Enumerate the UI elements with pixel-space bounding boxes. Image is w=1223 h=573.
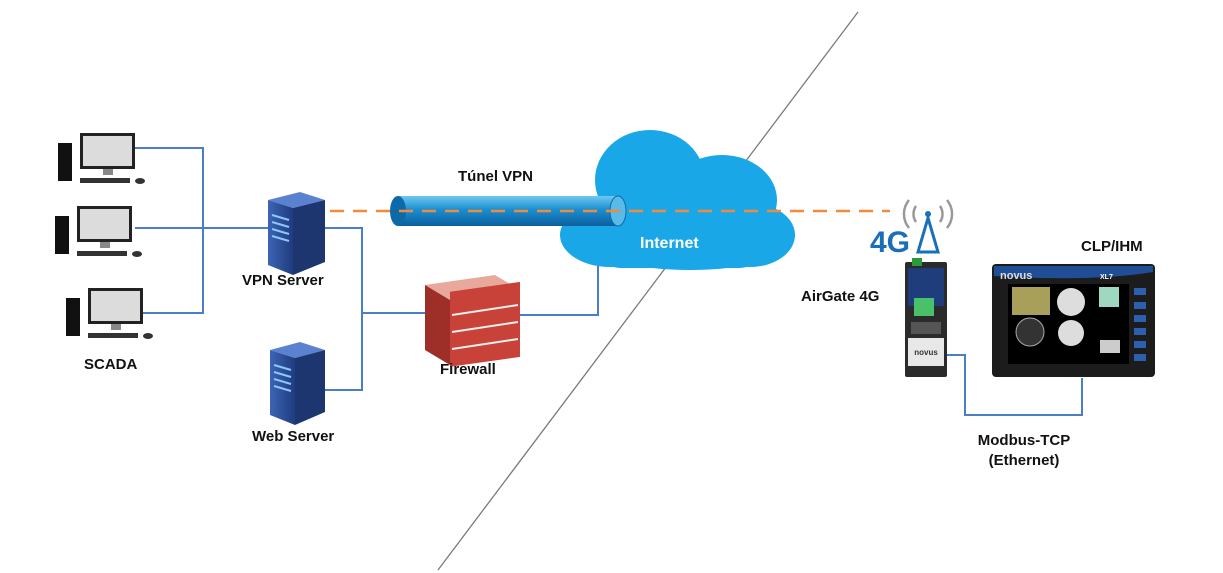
vpn-server-label: VPN Server bbox=[242, 272, 324, 289]
internet-cloud bbox=[560, 130, 795, 270]
modbus-label-line1: Modbus-TCP bbox=[977, 432, 1071, 449]
clp-ihm-label: CLP/IHM bbox=[1081, 238, 1143, 255]
svg-text:XL7: XL7 bbox=[1100, 274, 1113, 281]
web-server-icon bbox=[270, 342, 325, 425]
web-server-label: Web Server bbox=[252, 428, 335, 445]
tunnel-label: Túnel VPN bbox=[458, 168, 534, 185]
network-links bbox=[135, 147, 1083, 416]
scada-label: SCADA bbox=[84, 356, 138, 373]
svg-text:4G: 4G bbox=[870, 226, 910, 259]
airgate-device: novus bbox=[905, 258, 947, 377]
clp-ihm-device: novus XL7 bbox=[992, 264, 1155, 377]
internet-label: Internet bbox=[640, 235, 699, 252]
firewall-label: Firewall bbox=[440, 361, 496, 378]
svg-text:novus: novus bbox=[914, 348, 938, 357]
4g-antenna-icon: 4G bbox=[870, 199, 954, 259]
firewall-icon bbox=[425, 275, 520, 367]
vpn-server-icon bbox=[268, 192, 325, 275]
scada-computers bbox=[55, 133, 153, 339]
modbus-label-line2: (Ethernet) bbox=[988, 452, 1060, 469]
airgate-label: AirGate 4G bbox=[801, 288, 880, 305]
modbus-label: Modbus-TCP (Ethernet) bbox=[960, 431, 1088, 471]
svg-text:novus: novus bbox=[1000, 270, 1032, 282]
domain-divider-line bbox=[437, 11, 859, 571]
